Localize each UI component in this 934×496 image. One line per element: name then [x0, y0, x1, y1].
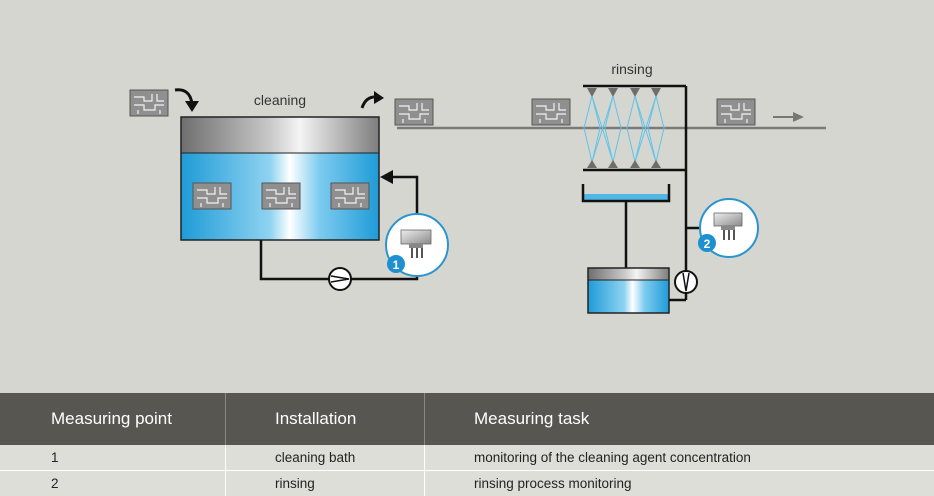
cleaning-tank: [180, 116, 380, 241]
cell-point: 2: [51, 476, 59, 491]
cell-installation: rinsing: [275, 476, 315, 491]
cell-task: monitoring of the cleaning agent concent…: [474, 450, 751, 465]
pump-icon: [328, 267, 352, 291]
sensor-1-icon: [385, 213, 449, 277]
workpiece-icon: [394, 98, 434, 126]
marker-1-label: 1: [393, 258, 400, 272]
workpiece-icon: [330, 182, 370, 210]
cell-task: rinsing process monitoring: [474, 476, 632, 491]
sensor-2-icon: [698, 198, 759, 258]
circulation-pipe: [259, 175, 419, 281]
workpiece-icon: [531, 98, 571, 126]
curved-arrow-up-icon: [360, 91, 384, 109]
workpiece-icon: [261, 182, 301, 210]
pump-icon: [674, 270, 698, 294]
curved-arrow-down-icon: [174, 88, 199, 112]
process-diagram: cleaning rinsing 1 2: [129, 61, 826, 314]
cell-point: 1: [51, 450, 59, 465]
header-measuring-point: Measuring point: [51, 409, 172, 428]
rinse-tank: [587, 267, 670, 314]
table-row: 2 rinsing rinsing process monitoring: [0, 471, 934, 496]
workpiece-icon: [192, 182, 232, 210]
collecting-tray: [581, 184, 671, 203]
header-installation: Installation: [275, 409, 357, 428]
header-measuring-task: Measuring task: [474, 409, 590, 428]
rinsing-label: rinsing: [611, 61, 652, 77]
marker-2-label: 2: [704, 237, 711, 251]
table-header: Measuring point Installation Measuring t…: [0, 393, 934, 445]
workpiece-icon: [129, 89, 169, 117]
cleaning-label: cleaning: [254, 92, 306, 108]
workpiece-icon: [716, 98, 756, 126]
measuring-table: Measuring point Installation Measuring t…: [0, 393, 934, 496]
rinsing-station: [583, 84, 688, 300]
direction-arrow-icon: [773, 112, 804, 122]
table-row: 1 cleaning bath monitoring of the cleani…: [0, 445, 934, 470]
cell-installation: cleaning bath: [275, 450, 356, 465]
